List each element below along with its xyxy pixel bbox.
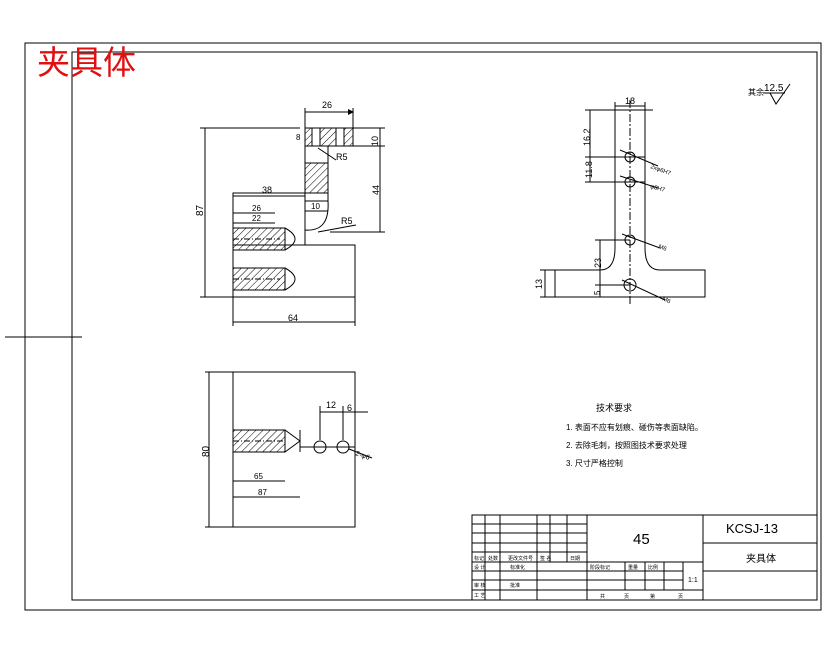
side-d2: 11.8 <box>584 161 594 178</box>
tb-approve: 批准 <box>510 582 520 589</box>
tech-item-3: 3. 尺寸严格控制 <box>566 458 623 468</box>
tb-material: 45 <box>633 531 650 548</box>
top-d6: 6 <box>347 403 352 413</box>
dim-inner-22: 22 <box>252 214 261 223</box>
side-top-width: 18 <box>625 96 635 106</box>
top-height: 80 <box>201 445 212 457</box>
title-block <box>471 514 818 601</box>
side-hole4: M6 <box>661 296 672 305</box>
tech-item-2: 2. 去除毛刺，按照图技术要求处理 <box>566 440 687 450</box>
dim-step-height: 44 <box>371 185 381 195</box>
tech-heading: 技术要求 <box>596 402 632 413</box>
tb-sign-design: 设 计 <box>474 564 485 571</box>
drawing-title: 夹具体 <box>37 43 136 82</box>
dim-radius-top: R5 <box>336 152 348 162</box>
tb-drawing-no: KCSJ-13 <box>726 521 778 536</box>
dim-slot-depth: 8 <box>296 133 301 142</box>
top-dep65: 65 <box>254 472 263 481</box>
tb-sign-process: 工 艺 <box>474 593 485 599</box>
side-hole3: M6 <box>657 244 668 253</box>
tb-h4: 日期 <box>570 556 580 562</box>
top-d12: 12 <box>326 400 336 410</box>
side-h5: 5 <box>593 290 602 295</box>
dim-step-width: 38 <box>262 185 272 195</box>
tb-scale: 1:1 <box>688 577 698 584</box>
roughness-symbol <box>763 83 791 105</box>
side-view <box>540 100 706 305</box>
front-view <box>200 108 385 326</box>
dim-top-width: 26 <box>322 100 332 110</box>
tb-h2: 更改文件号 <box>508 555 533 562</box>
side-h13: 13 <box>534 279 544 289</box>
top-holes: 2-φ6 <box>354 450 370 462</box>
side-h23: 23 <box>593 258 603 268</box>
outer-border <box>24 42 822 611</box>
tb-sheet-0: 共 <box>600 593 605 600</box>
dim-top-thickness: 10 <box>370 136 380 146</box>
side-d1: 16.2 <box>582 128 592 146</box>
dim-inner-26: 26 <box>252 204 261 213</box>
tb-sign-review: 审 核 <box>474 582 485 589</box>
top-dep87: 87 <box>258 488 267 497</box>
tb-stage: 阶段标记 <box>590 564 610 571</box>
dim-radius-lower: R5 <box>341 216 353 226</box>
tb-scale-label: 比例 <box>648 564 658 571</box>
tech-item-1: 1. 表面不应有划痕、碰伤等表面缺陷。 <box>566 422 703 432</box>
tb-weight: 重量 <box>628 564 638 571</box>
tb-sheet-3: 页 <box>678 594 683 600</box>
tb-sheet-1: 页 <box>624 594 629 600</box>
dim-overall-height: 87 <box>195 204 206 216</box>
tb-h1: 处数 <box>488 555 498 562</box>
tb-h0: 标记 <box>474 555 484 562</box>
dim-step-offset: 10 <box>311 202 320 211</box>
tb-std: 标准化 <box>510 564 525 571</box>
inner-frame <box>71 51 818 601</box>
roughness-label: 其余 <box>748 87 764 97</box>
top-view <box>205 371 373 528</box>
tb-h3: 签 名 <box>540 555 551 562</box>
roughness-value: 12.5 <box>764 83 784 94</box>
side-hole2: φ8H7 <box>649 184 666 194</box>
tb-sheet-2: 第 <box>650 593 655 600</box>
dim-overall-width: 64 <box>288 313 298 323</box>
tb-part-name: 夹具体 <box>746 552 776 565</box>
side-hole1: 2xφ6H7 <box>649 164 672 177</box>
